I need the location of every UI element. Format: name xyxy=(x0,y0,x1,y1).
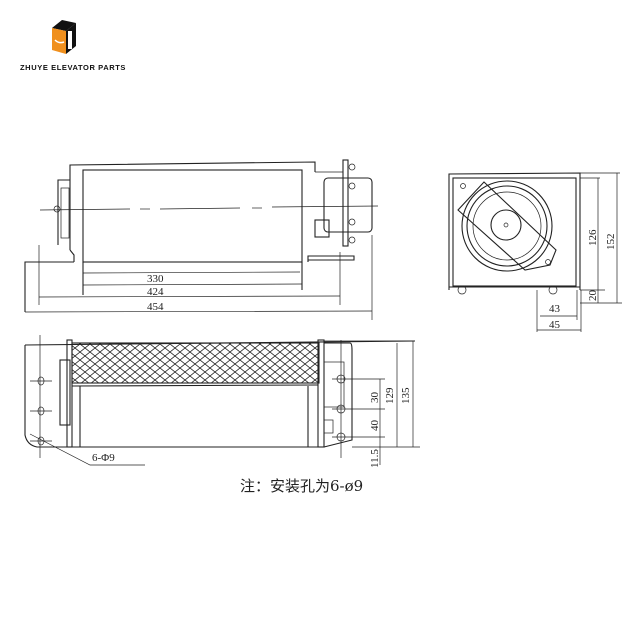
mounting-holes xyxy=(30,335,385,458)
dim-454: 454 xyxy=(147,301,164,313)
dim-45: 45 xyxy=(549,319,561,331)
dim-11-5: 11.5 xyxy=(369,449,381,468)
dim-424: 424 xyxy=(147,286,164,298)
dim-129: 129 xyxy=(384,387,396,404)
dim-40: 40 xyxy=(369,420,381,432)
installation-note: 注：安装孔为6-ø9 xyxy=(240,477,363,495)
dim-330: 330 xyxy=(147,273,164,285)
dim-126: 126 xyxy=(587,229,599,246)
mesh-grille xyxy=(71,342,320,384)
dim-43: 43 xyxy=(549,303,561,315)
dim-135: 135 xyxy=(400,387,412,404)
logo-cube-icon xyxy=(52,20,76,54)
hole-callout: 6-Φ9 xyxy=(92,452,115,464)
dim-30: 30 xyxy=(369,392,381,404)
side-view: 126 152 20 43 45 xyxy=(448,172,622,332)
dim-20: 20 xyxy=(587,290,599,302)
top-view: 330 424 454 xyxy=(24,159,379,320)
brand-logo: ZHUYE ELEVATOR PARTS xyxy=(0,0,140,80)
dim-152: 152 xyxy=(605,234,617,251)
brand-name: ZHUYE ELEVATOR PARTS xyxy=(20,63,127,72)
bottom-view: 30 40 129 135 11.5 6-Φ9 xyxy=(24,335,420,468)
